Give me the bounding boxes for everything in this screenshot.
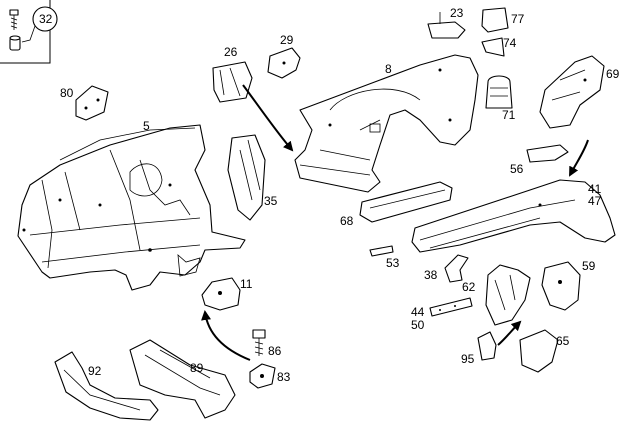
part-80-plate [75,85,109,121]
callout-circle-32 [32,6,58,32]
part-5-front-structure [17,124,246,291]
label-69: 69 [606,67,620,81]
callout-labels: 32 80 5 26 29 8 23 77 74 69 71 56 41 47 … [39,6,620,384]
part-38-bracket [444,254,469,283]
label-95: 95 [461,352,475,366]
part-65-bracket [519,329,559,373]
part-77-block [481,7,509,33]
label-74: 74 [503,36,517,50]
label-89: 89 [190,361,204,375]
part-68-rail [359,181,453,223]
clip-83-icon [249,363,276,389]
part-59-bracket [541,261,581,311]
label-35: 35 [264,194,278,208]
label-29: 29 [280,33,294,47]
part-35-strut-bracket [227,134,266,221]
label-77: 77 [511,12,525,26]
part-74-strip [481,37,505,57]
part-53-strip [369,245,394,257]
label-80: 80 [60,86,74,100]
label-62: 62 [462,280,476,294]
label-59: 59 [582,259,596,273]
part-8-wheel-house [294,54,479,193]
label-11: 11 [240,277,253,291]
label-47: 47 [588,194,602,208]
part-69-bracket [539,55,605,129]
label-8: 8 [385,62,392,76]
part-41-47-member [411,179,616,253]
part-44-50-strip [429,297,473,317]
label-53: 53 [386,256,400,270]
inset-box [0,0,58,64]
part-92-rail [54,351,159,421]
part-95-clip [477,331,497,361]
label-86: 86 [268,344,282,358]
arrow-95 [497,320,522,346]
label-38: 38 [424,268,438,282]
bolt-86-icon [252,329,266,356]
arrow-69 [569,139,589,177]
label-26: 26 [224,45,238,59]
part-71-mount [485,75,513,109]
label-50: 50 [411,318,425,332]
part-89-side-member [129,339,236,419]
label-92: 92 [88,364,102,378]
label-56: 56 [510,162,524,176]
label-44: 44 [411,305,425,319]
label-32: 32 [39,12,53,26]
label-41: 41 [588,182,602,196]
part-26-bracket [212,61,253,103]
part-11-bracket [201,277,241,311]
label-83: 83 [277,370,291,384]
label-68: 68 [340,214,354,228]
arrow-26 [242,84,294,152]
label-65: 65 [556,334,570,348]
label-23: 23 [450,6,464,20]
part-23-clip [427,12,466,39]
label-5: 5 [143,119,150,133]
label-71: 71 [502,108,516,122]
part-56-brace [526,144,569,163]
bolt-32-icon [9,9,21,51]
part-62-bracket [485,264,531,326]
arrow-83 [201,310,251,361]
part-29-bracket [267,47,301,79]
